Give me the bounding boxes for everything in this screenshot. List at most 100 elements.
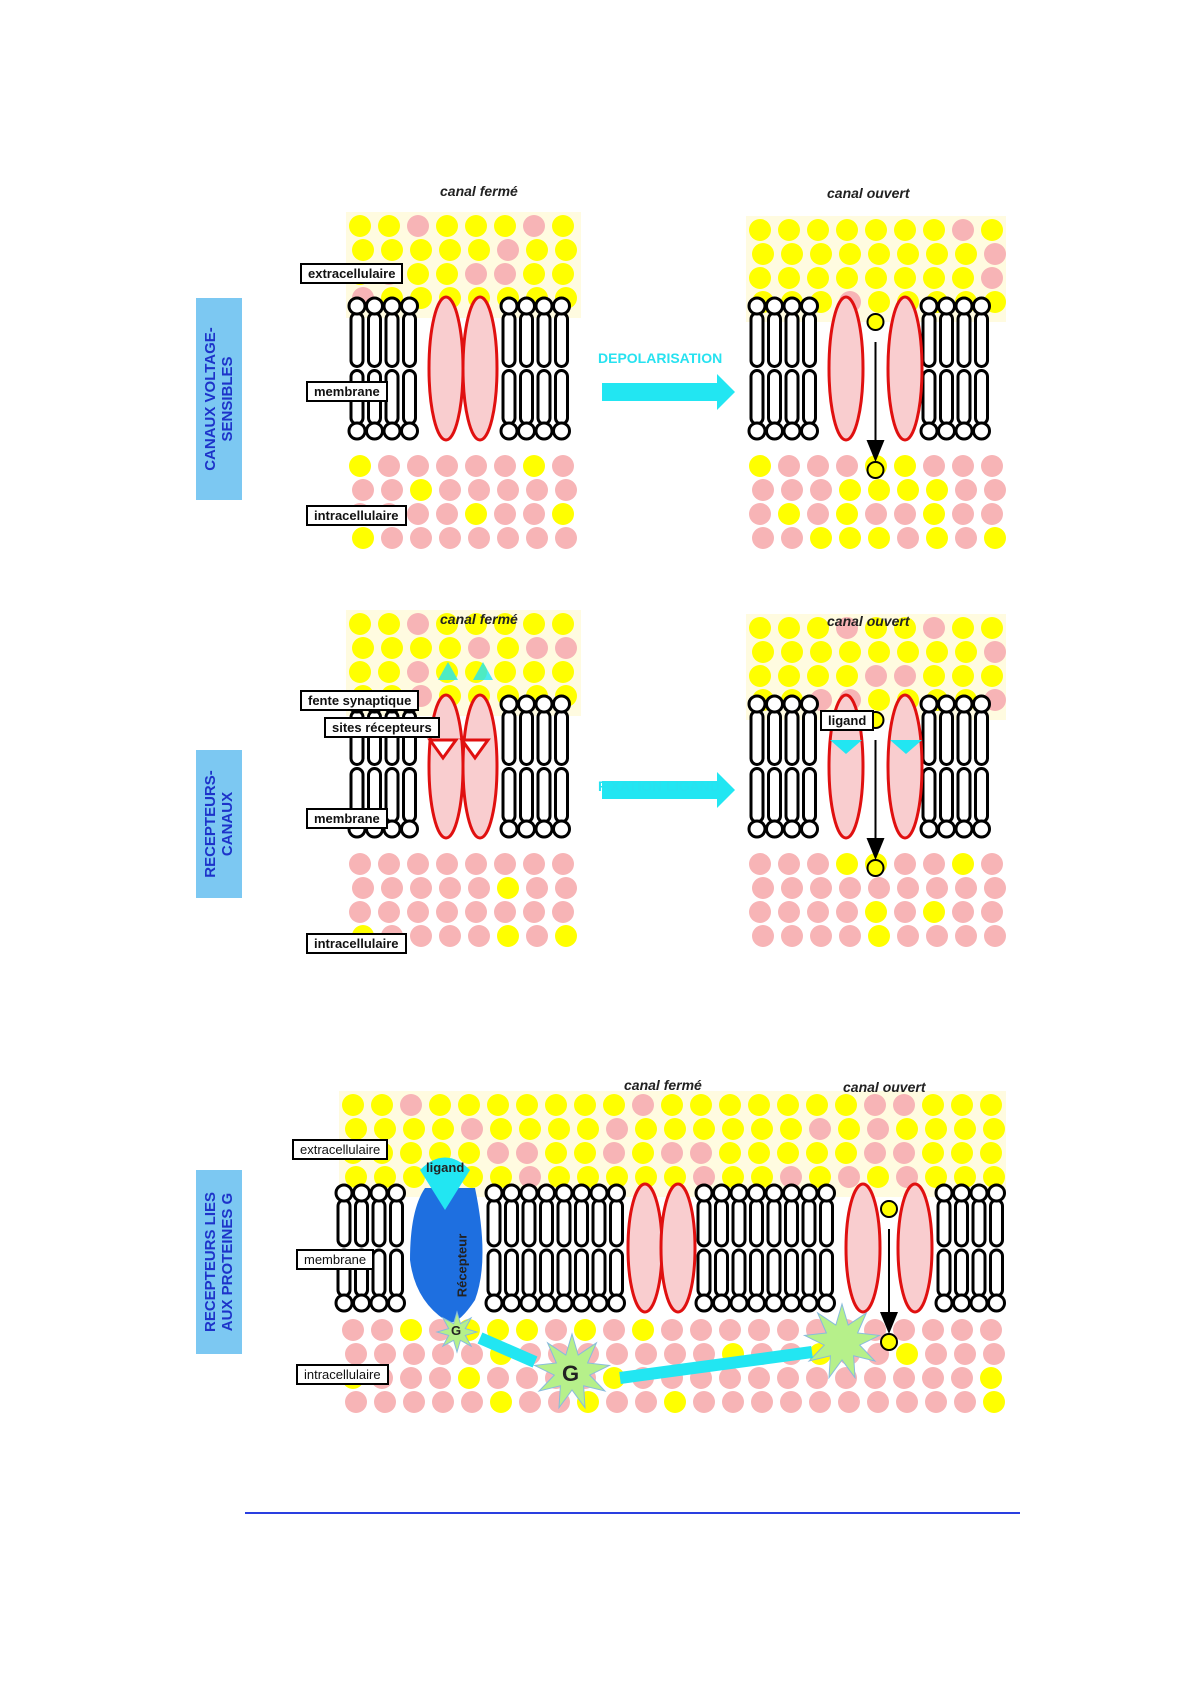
ion-yellow — [465, 503, 487, 525]
ion-pink — [407, 215, 429, 237]
ion-yellow — [378, 661, 400, 683]
ion-pink — [778, 853, 800, 875]
ion-pink — [981, 853, 1003, 875]
ion-pink — [807, 455, 829, 477]
receptor-sites-label: sites récepteurs — [324, 717, 440, 738]
lipid-head — [987, 1183, 1006, 1203]
ion-yellow — [838, 1118, 860, 1140]
lipid-head — [400, 421, 419, 441]
lipid-head — [589, 1293, 609, 1313]
ion-yellow — [952, 267, 974, 289]
ion-pink — [780, 1391, 802, 1413]
channel-subunit — [626, 1182, 664, 1314]
ion-yellow — [487, 1319, 509, 1341]
ion-yellow — [574, 1094, 596, 1116]
lipid-head — [484, 1293, 504, 1313]
ion-yellow — [381, 239, 403, 261]
ion-pink — [896, 1166, 918, 1188]
ion-pink — [352, 877, 374, 899]
lipid-tail — [971, 1198, 987, 1248]
ion-yellow — [980, 1094, 1002, 1116]
lipid-tail — [936, 1198, 952, 1248]
ion-pink — [410, 925, 432, 947]
lipid-head — [934, 1183, 954, 1203]
ion-pink — [839, 877, 861, 899]
ion-pink — [810, 925, 832, 947]
lipid-head — [817, 1183, 836, 1203]
ion-pink — [519, 1391, 541, 1413]
lipid-tail — [749, 311, 765, 368]
ion-yellow — [923, 901, 945, 923]
ion-pink — [893, 1319, 915, 1341]
g-protein-small-icon — [435, 1310, 479, 1354]
ion-pink — [952, 503, 974, 525]
lipid-head — [972, 694, 991, 714]
ion-yellow — [923, 665, 945, 687]
ion-pink — [516, 1367, 538, 1389]
ion-yellow — [606, 1166, 628, 1188]
lipid-head — [952, 1183, 971, 1203]
lipid-tail — [486, 1198, 502, 1248]
ion-pink — [516, 1142, 538, 1164]
ion-pink — [780, 1166, 802, 1188]
intracellular-label: intracellulaire — [296, 1364, 389, 1385]
lipid-tail — [519, 369, 534, 426]
ion-yellow — [352, 527, 374, 549]
ion-yellow — [381, 637, 403, 659]
ion-pink — [952, 219, 974, 241]
ion-pink — [955, 877, 977, 899]
lipid-tail — [767, 709, 782, 766]
lipid-head — [552, 421, 571, 441]
lipid-tail — [554, 369, 569, 426]
synaptic-cleft-label: fente synaptique — [300, 690, 420, 711]
process-arrow-icon — [602, 374, 735, 410]
section-label-text: RECEPTEURS- CANAUX — [202, 770, 237, 878]
ion-pink — [777, 1319, 799, 1341]
ion-yellow — [552, 661, 574, 683]
ion-yellow — [865, 267, 887, 289]
ion-yellow — [516, 1094, 538, 1116]
ion-pink — [378, 853, 400, 875]
ion-yellow — [778, 267, 800, 289]
ion-yellow — [923, 219, 945, 241]
action-label-depolarisation: DEPOLARISATION — [598, 350, 723, 366]
bound-ligand-icon — [890, 740, 922, 754]
lipid-tail — [939, 369, 954, 426]
open-channel-title: canal ouvert — [843, 1079, 926, 1095]
closed-channel-title: canal fermé — [624, 1077, 702, 1093]
ion-pink — [693, 1166, 715, 1188]
ion-pink — [436, 503, 458, 525]
ion-yellow — [983, 1118, 1005, 1140]
lipid-tail — [954, 1248, 969, 1298]
ion-pink — [922, 1319, 944, 1341]
lipid-tail — [784, 311, 800, 368]
lipid-head — [954, 421, 974, 441]
lipid-head — [729, 1183, 749, 1203]
ion-yellow — [552, 215, 574, 237]
ion-yellow — [923, 503, 945, 525]
ion-yellow — [752, 641, 774, 663]
lipid-head — [589, 1183, 609, 1203]
lipid-bilayer — [694, 1183, 850, 1313]
lipid-head — [765, 296, 784, 316]
ion-yellow — [548, 1166, 570, 1188]
closed-channel-title: canal fermé — [440, 611, 518, 627]
ion-pink — [926, 877, 948, 899]
ion-yellow — [894, 219, 916, 241]
ion-pink — [661, 1142, 683, 1164]
lipid-head — [537, 1183, 556, 1203]
ion-yellow — [577, 1166, 599, 1188]
ion-pink — [864, 1094, 886, 1116]
lipid-head — [969, 1183, 989, 1203]
ion-yellow — [835, 1094, 857, 1116]
lipid-head — [934, 1293, 954, 1313]
lipid-tail — [539, 1248, 554, 1298]
lipid-tail — [501, 767, 517, 824]
ion-pink — [349, 853, 371, 875]
ion-yellow — [865, 901, 887, 923]
ion-pink — [606, 1118, 628, 1140]
ion-yellow — [748, 1094, 770, 1116]
lipid-tail — [784, 1248, 799, 1298]
lipid-head — [952, 1293, 971, 1313]
page-divider-line — [245, 1512, 1020, 1514]
